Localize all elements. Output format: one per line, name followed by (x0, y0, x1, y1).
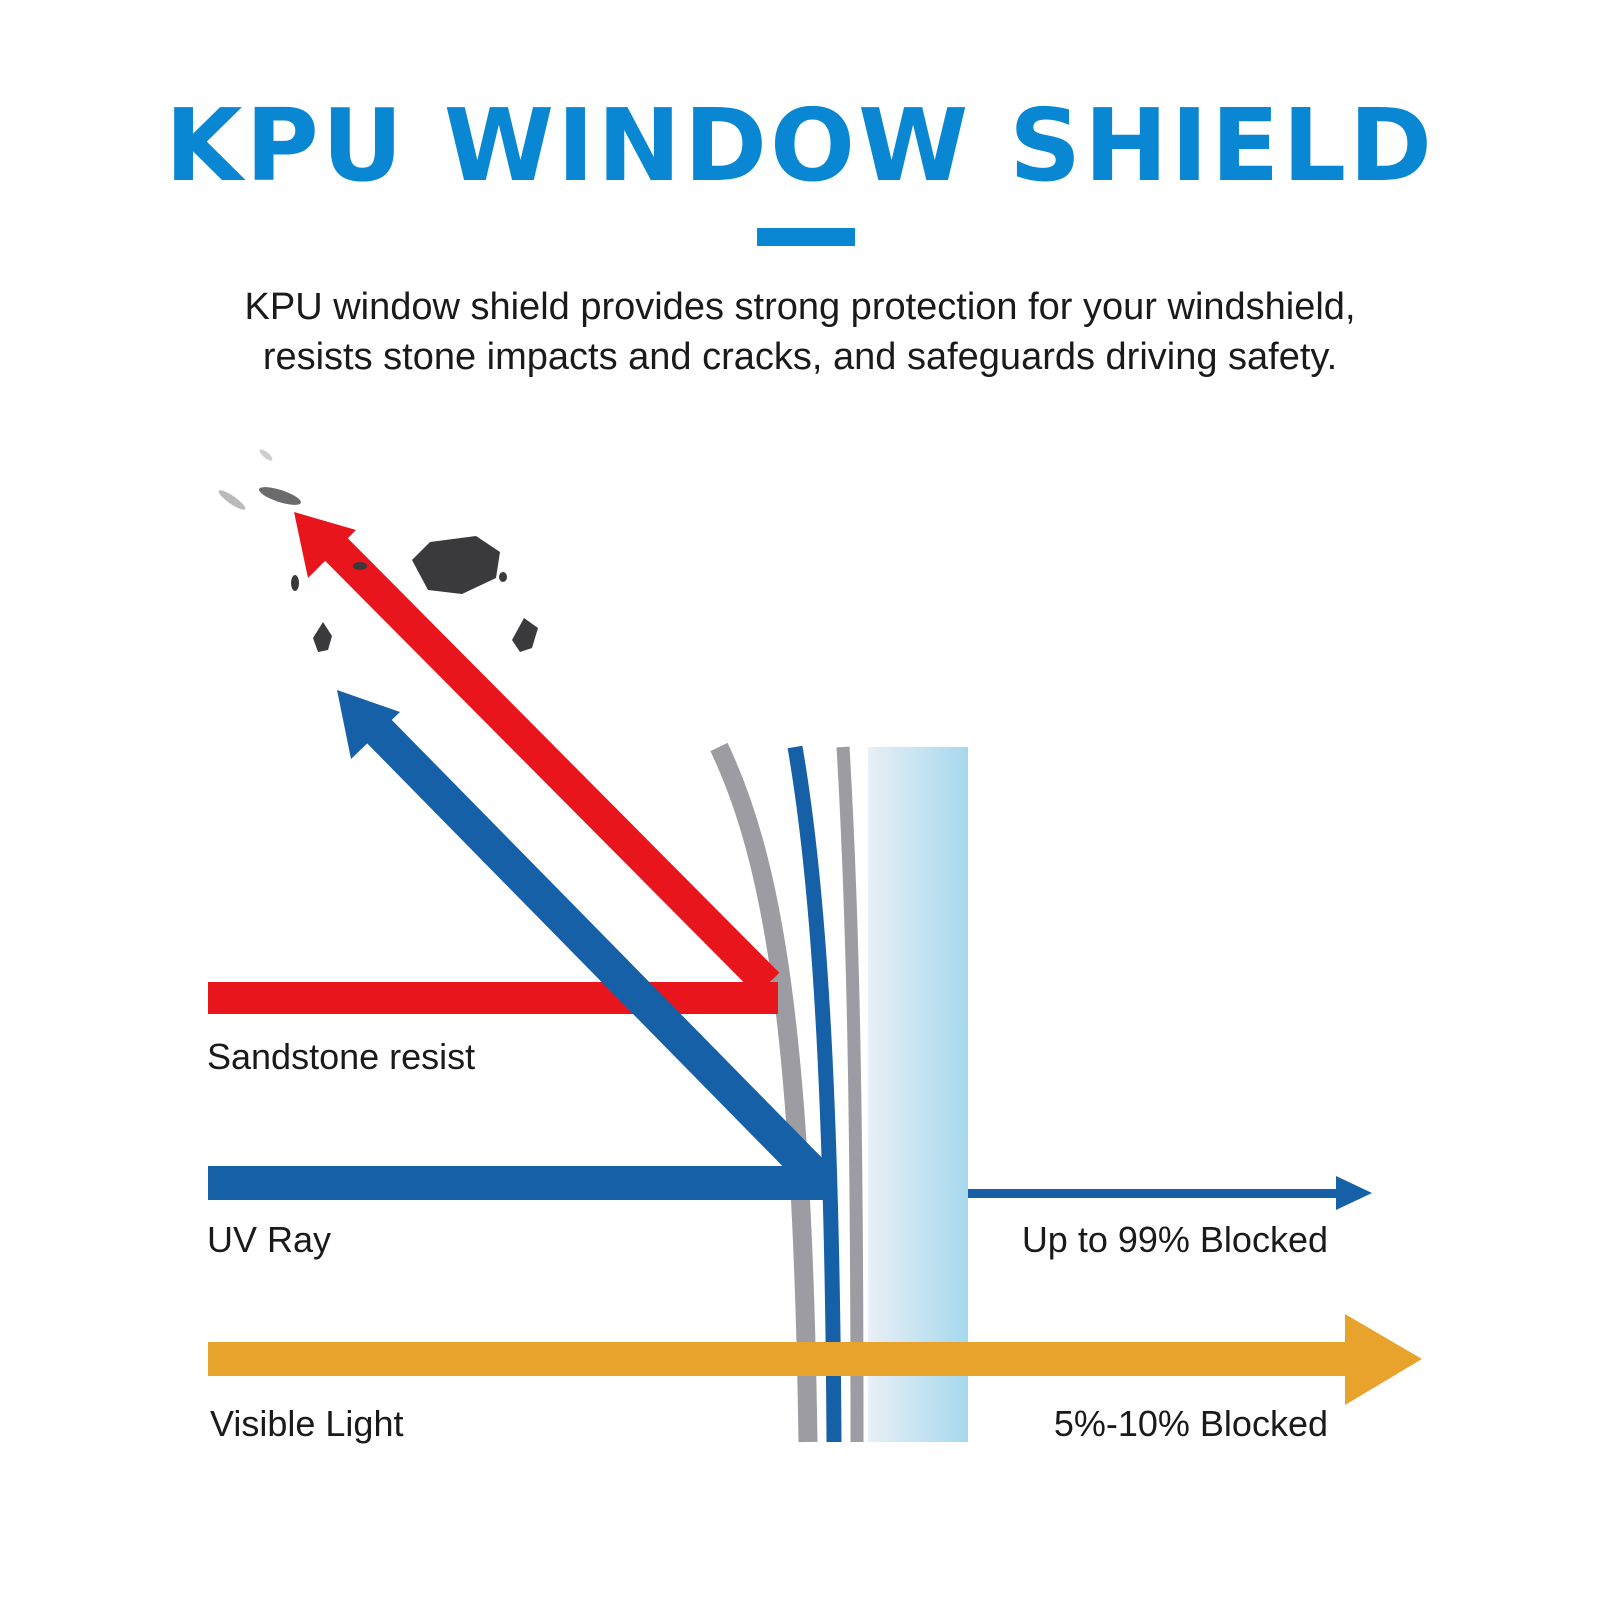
uv-ray (208, 690, 1372, 1210)
description-line-2: resists stone impacts and cracks, and sa… (262, 336, 1338, 378)
page-description: KPU window shield provides strong protec… (0, 282, 1600, 382)
uv-blocked-label: Up to 99% Blocked (1021, 1219, 1328, 1260)
sandstone-ray (208, 512, 780, 1014)
stone-debris-icon (218, 449, 538, 652)
uv-ray-label: UV Ray (207, 1219, 332, 1260)
film-layer-inner (836, 746, 864, 1443)
description-line-1: KPU window shield provides strong protec… (244, 286, 1356, 328)
sandstone-label: Sandstone resist (207, 1036, 476, 1077)
film-layer-outer (710, 742, 818, 1443)
visible-light-label: Visible Light (210, 1403, 404, 1444)
glass-pane (868, 747, 968, 1442)
visible-blocked-label: 5%-10% Blocked (1053, 1403, 1328, 1444)
title-underline (757, 228, 855, 246)
page-title: KPU WINDOW SHIELD (164, 87, 1436, 204)
visible-light-ray (208, 1314, 1422, 1405)
film-layer-blue (787, 745, 842, 1443)
